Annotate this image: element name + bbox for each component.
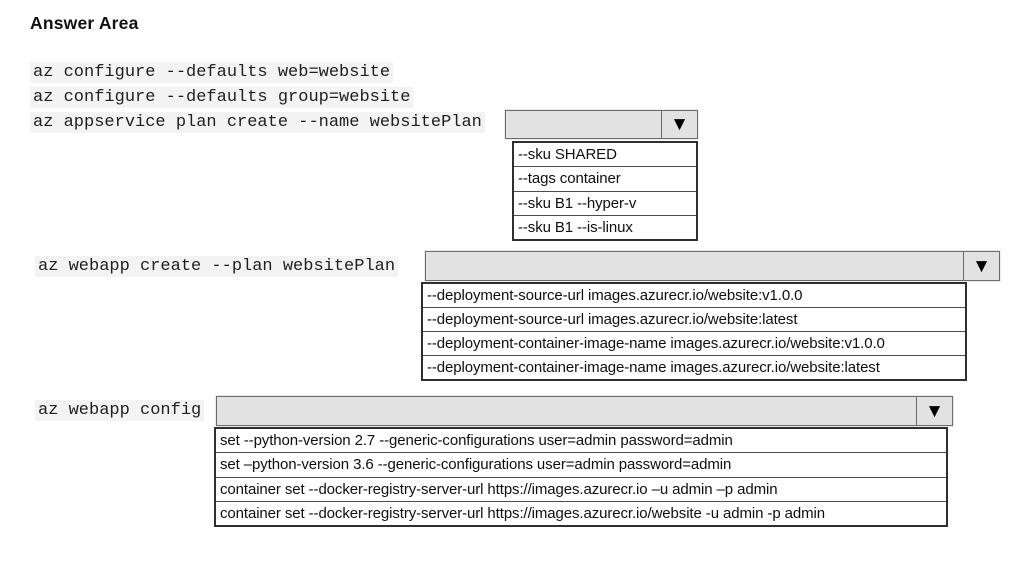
command-line-webapp-config: az webapp config [35, 400, 205, 421]
webapp-create-dropdown[interactable]: ▼ [425, 251, 1000, 281]
page-title: Answer Area [30, 13, 139, 33]
option-item[interactable]: --sku SHARED [514, 143, 696, 168]
option-item[interactable]: --tags container [514, 167, 696, 192]
webapp-create-options-list: --deployment-source-url images.azurecr.i… [421, 282, 967, 381]
option-item[interactable]: --deployment-source-url images.azurecr.i… [423, 308, 965, 332]
appservice-plan-dropdown-arrow[interactable]: ▼ [661, 111, 697, 138]
chevron-down-icon: ▼ [925, 400, 944, 422]
option-item[interactable]: --deployment-container-image-name images… [427, 359, 880, 376]
appservice-plan-dropdown-value[interactable] [506, 111, 661, 138]
webapp-config-dropdown-arrow[interactable]: ▼ [916, 397, 952, 425]
option-item[interactable]: --deployment-container-image-name images… [423, 332, 965, 356]
option-item[interactable]: --sku B1 --hyper-v [514, 192, 696, 216]
webapp-create-dropdown-arrow[interactable]: ▼ [963, 252, 999, 280]
webapp-config-dropdown[interactable]: ▼ [216, 396, 953, 426]
appservice-plan-dropdown[interactable]: ▼ [505, 110, 698, 139]
webapp-config-dropdown-value[interactable] [217, 397, 916, 425]
command-line-configure-web: az configure --defaults web=website [30, 62, 394, 83]
option-item[interactable]: --deployment-source-url images.azurecr.i… [423, 284, 965, 308]
option-item[interactable]: set –python-version 3.6 --generic-config… [216, 453, 946, 478]
command-line-configure-group: az configure --defaults group=website [30, 87, 414, 108]
command-line-webapp-create: az webapp create --plan websitePlan [35, 256, 399, 277]
chevron-down-icon: ▼ [670, 114, 689, 135]
chevron-down-icon: ▼ [972, 255, 991, 277]
option-item[interactable]: --sku B1 --is-linux [518, 218, 633, 236]
webapp-config-options-list: set --python-version 2.7 --generic-confi… [214, 427, 948, 527]
command-line-appservice-plan-create: az appservice plan create --name website… [30, 112, 485, 133]
option-item[interactable]: set --python-version 2.7 --generic-confi… [216, 429, 946, 454]
option-item[interactable]: container set --docker-registry-server-u… [216, 478, 946, 502]
option-item[interactable]: container set --docker-registry-server-u… [220, 504, 825, 522]
webapp-create-dropdown-value[interactable] [426, 252, 963, 280]
appservice-plan-options-list: --sku SHARED --tags container --sku B1 -… [512, 141, 698, 241]
